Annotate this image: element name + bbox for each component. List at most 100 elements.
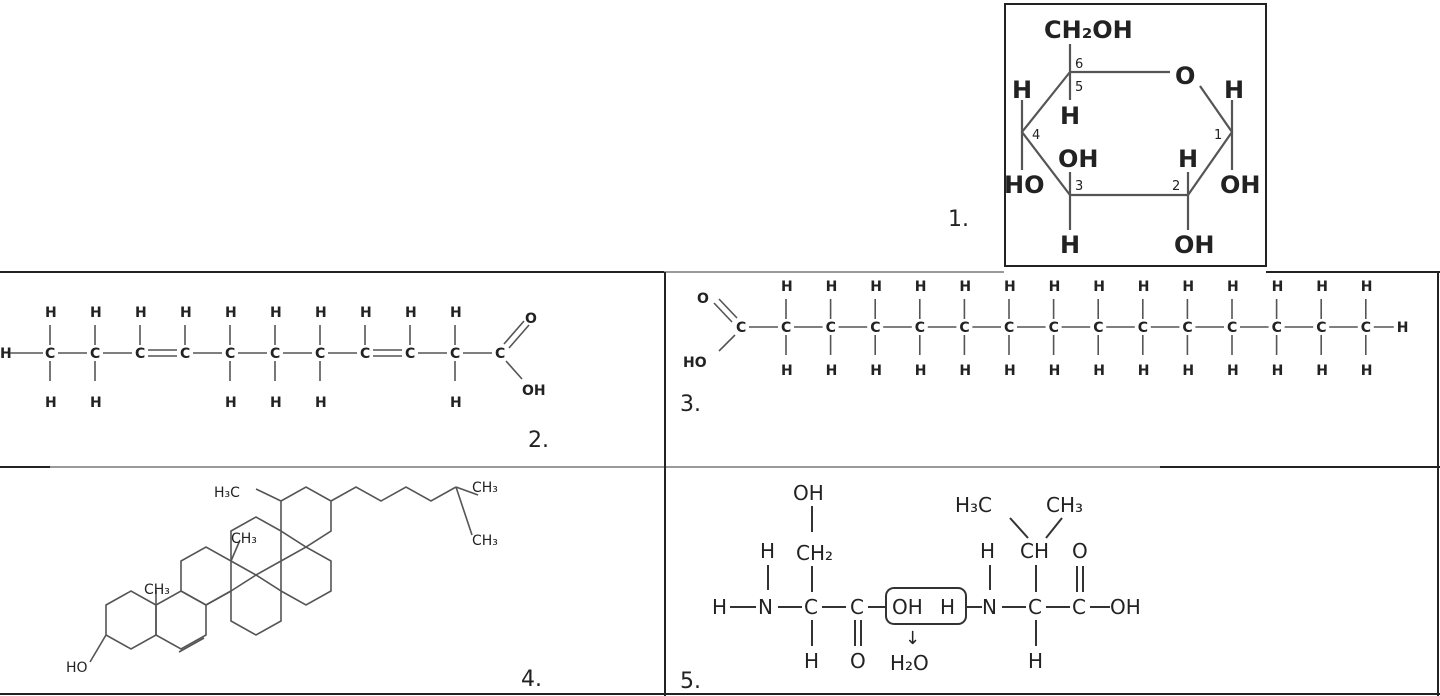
glucose-structure: 1. CH₂OH O H H H OH H HO OH H OH 1 2 [948, 3, 1267, 267]
fatty3-carbonyl-oxygen: O [697, 291, 709, 307]
fatty2-h-top: H [360, 305, 372, 321]
glucose-oh-c2: OH [1174, 231, 1215, 259]
glucose-oh-c1: OH [1220, 171, 1261, 199]
steroid-ch3-c: CH₃ [231, 531, 257, 547]
glucose-h-c1: H [1224, 76, 1244, 104]
fatty3-h-bottom: H [1049, 363, 1061, 379]
dipeptide-c-carbonyl1: C [850, 595, 864, 619]
glucose-h-c5: H [1060, 102, 1080, 130]
dipeptide-structure: 5. OH CH₂ H H N C H C O OH H ↓ H₂O N H C… [680, 481, 1141, 694]
fatty3-h-bottom: H [781, 363, 793, 379]
steroid-ch3-d: CH₃ [144, 582, 170, 598]
fatty3-carbon: C [1227, 320, 1237, 336]
fatty3-h-top: H [870, 279, 882, 295]
fatty3-h-top: H [915, 279, 927, 295]
glucose-carbon-6: 6 [1075, 57, 1083, 72]
dipeptide-ch2: CH₂ [796, 541, 833, 565]
label-glucose: 1. [948, 207, 969, 232]
fatty3-h-bottom: H [915, 363, 927, 379]
fatty2-hydroxyl-bond [505, 360, 523, 380]
fatty2-h-top: H [450, 305, 462, 321]
water-product: H₂O [890, 651, 929, 675]
fatty2-h-top: H [180, 305, 192, 321]
dipeptide-c-carbonyl2: C [1072, 595, 1086, 619]
fatty2-h-terminal: H [0, 346, 12, 362]
fatty3-h-top: H [1049, 279, 1061, 295]
dipeptide-n1: N [758, 595, 773, 619]
glucose-frame [1004, 3, 1267, 267]
glucose-carbon-4: 4 [1032, 128, 1040, 143]
dipeptide-cooh-oh: OH [1110, 595, 1141, 619]
fatty3-carbon: C [826, 320, 836, 336]
fatty3-h-top: H [781, 279, 793, 295]
dipeptide-h-left: H [712, 595, 727, 619]
fatty3-h-top: H [1093, 279, 1105, 295]
fatty3-h-bottom: H [1004, 363, 1016, 379]
fatty2-carbon: C [405, 346, 415, 362]
fatty3-carboxyl-carbon: C [736, 320, 746, 336]
fatty3-h-bottom: H [870, 363, 882, 379]
fatty3-h-bottom: H [1138, 363, 1150, 379]
fatty2-carbon: C [450, 346, 460, 362]
dipeptide-o-carbonyl2: O [1072, 539, 1088, 563]
fatty3-carbon: C [915, 320, 925, 336]
fatty2-carbonyl-bond-a [503, 320, 525, 345]
steroid-ch3-a: CH₃ [472, 480, 498, 496]
fatty3-h-top: H [1004, 279, 1016, 295]
fatty2-carbon: C [90, 346, 100, 362]
fatty3-carbon: C [1004, 320, 1014, 336]
fatty2-h-bottom: H [225, 395, 237, 411]
dipeptide-h3c: H₃C [955, 493, 992, 517]
dipeptide-c-alpha2: C [1028, 595, 1042, 619]
fatty3-carbon: C [959, 320, 969, 336]
fatty3-h-bottom: H [1316, 363, 1328, 379]
glucose-ho-c4: HO [1004, 171, 1045, 199]
fatty2-h-top: H [270, 305, 282, 321]
fatty2-h-bottom: H [90, 395, 102, 411]
steroid-structure: 4. H₃C CH₃ CH₃ CH₃ CH₃ HO [66, 480, 542, 692]
fatty2-h-top: H [315, 305, 327, 321]
dipeptide-h-box: H [940, 595, 955, 619]
fatty2-h-bottom: H [45, 395, 57, 411]
fatty3-h-bottom: H [1182, 363, 1194, 379]
fatty3-h-bottom: H [1361, 363, 1373, 379]
glucose-h-c4: H [1012, 76, 1032, 104]
fatty2-carbon: C [360, 346, 370, 362]
dipeptide-o-carbonyl1: O [850, 649, 866, 673]
fatty3-carbon: C [870, 320, 880, 336]
dipeptide-h-n1: H [760, 539, 775, 563]
label-steroid: 4. [521, 667, 542, 692]
fatty3-carbon: C [1361, 320, 1371, 336]
fatty3-h-top: H [1361, 279, 1373, 295]
fatty3-carbon: C [1138, 320, 1148, 336]
fatty3-h-bottom: H [959, 363, 971, 379]
fatty3-carbon: C [781, 320, 791, 336]
fatty3-h-bottom: H [826, 363, 838, 379]
fatty3-h-top: H [959, 279, 971, 295]
steroid-h3c: H₃C [214, 485, 240, 501]
fatty3-h-top: H [1227, 279, 1239, 295]
fatty2-carbonyl-bond-b [508, 324, 530, 349]
fatty2-h-top: H [405, 305, 417, 321]
label-dipeptide: 5. [680, 669, 701, 694]
fatty3-carbon: C [1049, 320, 1059, 336]
fatty3-h-top: H [826, 279, 838, 295]
fatty2-carbon: C [135, 346, 145, 362]
dipeptide-ch3: CH₃ [1046, 493, 1083, 517]
glucose-oh-c3: OH [1058, 145, 1099, 173]
fatty2-h-bottom: H [450, 395, 462, 411]
fatty3-h-terminal: H [1397, 320, 1409, 336]
steroid-ch3-b: CH₃ [472, 533, 498, 549]
fatty3-h-bottom: H [1272, 363, 1284, 379]
steroid-ho: HO [66, 660, 88, 676]
fatty3-hydroxyl: HO [683, 355, 707, 371]
glucose-carbon-3: 3 [1075, 179, 1083, 194]
fatty3-h-bottom: H [1227, 363, 1239, 379]
dipeptide-oh-box: OH [892, 595, 923, 619]
fatty2-hydroxyl: OH [522, 383, 546, 399]
fatty3-h-top: H [1138, 279, 1150, 295]
fatty2-h-top: H [45, 305, 57, 321]
dipeptide-ch: CH [1020, 539, 1049, 563]
panel-grid [0, 271, 1440, 696]
